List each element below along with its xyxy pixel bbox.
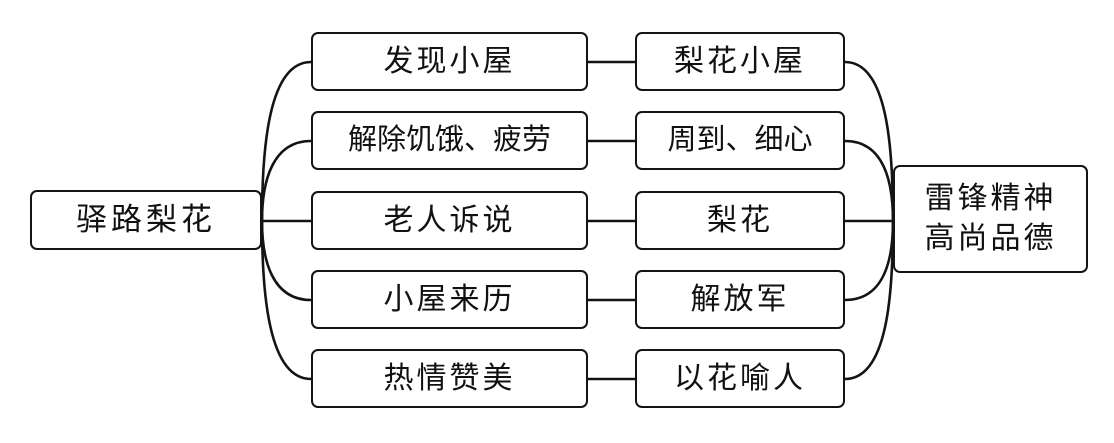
node-event-5-label: 热情赞美 [383, 361, 516, 395]
connector-root-to-row5 [260, 219, 313, 381]
node-meaning-1-label: 梨花小屋 [674, 44, 806, 78]
node-event-1[interactable]: 发现小屋 [311, 32, 588, 91]
node-event-3-label: 老人诉说 [383, 203, 516, 237]
node-meaning-5-label: 以花喻人 [674, 361, 806, 395]
connector-row2-to-final [843, 139, 895, 223]
node-meaning-4-label: 解放军 [690, 282, 790, 316]
node-theme-conclusion[interactable]: 雷锋精神 高尚品德 [893, 165, 1088, 273]
node-theme-line-1: 雷锋精神 [924, 181, 1057, 215]
node-root-title[interactable]: 驿路梨花 [30, 190, 262, 250]
node-meaning-2-label: 周到、细心 [667, 124, 813, 157]
node-event-4[interactable]: 小屋来历 [311, 270, 588, 329]
node-meaning-5[interactable]: 以花喻人 [635, 349, 845, 408]
node-event-4-label: 小屋来历 [383, 282, 516, 316]
connector-row1-to-final [843, 60, 895, 223]
connector-root-to-row2 [260, 139, 313, 223]
connector-root-to-row1 [260, 60, 313, 223]
node-meaning-3-label: 梨花 [707, 203, 773, 237]
node-meaning-1[interactable]: 梨花小屋 [635, 32, 845, 91]
node-event-2-label: 解除饥饿、疲劳 [347, 124, 551, 157]
connector-row5-to-final [843, 219, 895, 381]
node-event-2[interactable]: 解除饥饿、疲劳 [311, 111, 588, 170]
node-meaning-2[interactable]: 周到、细心 [635, 111, 845, 170]
node-root-title-label: 驿路梨花 [76, 201, 216, 237]
node-meaning-4[interactable]: 解放军 [635, 270, 845, 329]
node-event-1-label: 发现小屋 [383, 44, 516, 78]
node-meaning-3[interactable]: 梨花 [635, 191, 845, 250]
node-event-3[interactable]: 老人诉说 [311, 191, 588, 250]
node-theme-line-2: 高尚品德 [924, 222, 1057, 255]
connector-row4-to-final [843, 219, 895, 302]
node-event-5[interactable]: 热情赞美 [311, 349, 588, 408]
connector-root-to-row4 [260, 219, 313, 302]
